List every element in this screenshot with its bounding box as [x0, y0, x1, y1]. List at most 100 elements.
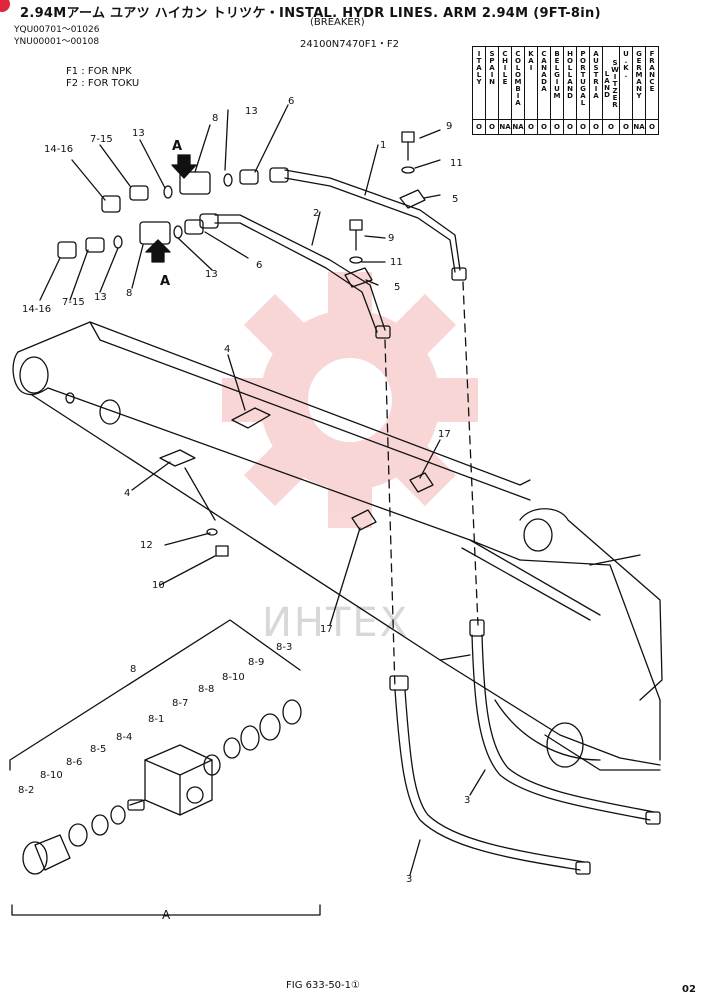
- clip-17-lower: [351, 509, 377, 531]
- callout-10: 10: [152, 580, 165, 591]
- nut-14-16-upper: [101, 195, 121, 213]
- clip-17-upper: [409, 472, 434, 493]
- nut-14-16-lower: [57, 241, 77, 259]
- block-8-lower: [139, 221, 171, 245]
- page-subtitle: (BREAKER): [310, 17, 365, 28]
- country-name: U.K.: [622, 50, 630, 78]
- callout-17: 17: [438, 429, 451, 440]
- callout-8-10: 8-10: [222, 672, 245, 683]
- callout-13: 13: [205, 269, 218, 280]
- country-value-row: O O NA NA O O O O O O O O NA O: [472, 119, 659, 135]
- country-name: CANADA: [540, 50, 548, 92]
- country-cell: FRANCE: [645, 46, 659, 120]
- callout-6: 6: [288, 96, 294, 107]
- country-name: HOLLAND: [566, 50, 574, 99]
- washer-11-upper: [401, 166, 415, 174]
- hose-3-right: [469, 619, 661, 825]
- adapter-7-15-lower: [85, 237, 105, 253]
- arm-body: [12, 321, 663, 771]
- bolt-9-upper: [401, 131, 415, 161]
- callout-4: 4: [224, 344, 230, 355]
- country-name: SPAIN: [488, 50, 496, 85]
- washer-12: [206, 528, 218, 536]
- adapter-7-15-upper: [129, 185, 149, 201]
- country-header-row: ITALY SPAIN CHILE COLOMBIA KAI CANADA BE…: [472, 46, 659, 120]
- callout-17: 17: [320, 624, 333, 635]
- callout-9: 9: [388, 233, 394, 244]
- callout-a-section: A: [162, 908, 171, 922]
- callout-8-4: 8-4: [116, 732, 132, 743]
- callout-7-15: 7-15: [90, 134, 113, 145]
- country-name: SWITZER LAND: [603, 59, 619, 108]
- callout-11: 11: [450, 158, 463, 169]
- o-ring-13-b: [223, 173, 233, 187]
- washer-11-lower: [349, 256, 363, 264]
- callout-1: 1: [380, 140, 386, 151]
- callout-8-1: 8-1: [148, 714, 164, 725]
- hose-3-left: [389, 675, 591, 875]
- country-name: ITALY: [475, 50, 483, 85]
- country-name: KAI: [527, 50, 535, 71]
- clamp-5-upper: [399, 189, 426, 209]
- pipe-1: [269, 167, 467, 281]
- page-title: 2.94Mアーム ユアツ ハイカン トリツケ・INSTAL. HYDR LINE…: [20, 6, 601, 21]
- callout-7-15: 7-15: [62, 297, 85, 308]
- corner-red-mark: [0, 0, 10, 12]
- callout-8-10: 8-10: [40, 770, 63, 781]
- pipe-2: [199, 213, 391, 339]
- o-ring-13-d: [173, 225, 183, 239]
- callout-a-lower: A: [160, 274, 170, 289]
- country-name: COLOMBIA: [514, 50, 522, 106]
- callout-9: 9: [446, 121, 452, 132]
- callout-8: 8: [212, 113, 218, 124]
- country-name: CHILE: [501, 50, 509, 85]
- variant-f2: F2 : FOR TOKU: [66, 78, 140, 89]
- callout-a-upper: A: [172, 139, 182, 154]
- country-name: AUSTRIA: [592, 50, 600, 99]
- country-applicability-table: ITALY SPAIN CHILE COLOMBIA KAI CANADA BE…: [472, 46, 659, 135]
- country-name: BELGIUM: [553, 50, 561, 99]
- callout-13: 13: [94, 292, 107, 303]
- country-value: O: [589, 119, 603, 135]
- country-value: O: [645, 119, 659, 135]
- callout-4: 4: [124, 488, 130, 499]
- o-ring-13-c: [113, 235, 123, 249]
- serial-range-1: YQU00701～01026: [14, 25, 100, 35]
- callout-8: 8: [126, 288, 132, 299]
- o-ring-13-a: [163, 185, 173, 199]
- variant-f1: F1 : FOR NPK: [66, 66, 132, 77]
- callout-8: 8: [130, 664, 136, 675]
- callout-14-16: 14-16: [22, 304, 51, 315]
- serial-range-2: YNU00001～00108: [14, 37, 100, 47]
- callout-8-2: 8-2: [18, 785, 34, 796]
- callout-11: 11: [390, 257, 403, 268]
- figure-number: FIG 633-50-1①: [286, 980, 360, 991]
- callout-8-8: 8-8: [198, 684, 214, 695]
- connector-6-lower: [184, 219, 204, 235]
- bracket-4-lower: [159, 449, 196, 467]
- callout-6: 6: [256, 260, 262, 271]
- bracket-4-upper: [231, 407, 271, 429]
- callout-8-7: 8-7: [172, 698, 188, 709]
- country-name: GERMANY: [635, 50, 643, 99]
- exploded-assembly-8: [9, 619, 321, 916]
- callout-3: 3: [406, 874, 412, 885]
- page-number: 02: [682, 984, 696, 995]
- arrow-a-upper: [171, 154, 197, 179]
- callout-14-16: 14-16: [44, 144, 73, 155]
- callout-8-3: 8-3: [276, 642, 292, 653]
- arrow-a-lower: [145, 239, 171, 263]
- callout-8-6: 8-6: [66, 757, 82, 768]
- callout-5: 5: [452, 194, 458, 205]
- part-code: 24100N7470F1・F2: [300, 39, 399, 50]
- callout-8-9: 8-9: [248, 657, 264, 668]
- callout-13: 13: [245, 106, 258, 117]
- callout-8-5: 8-5: [90, 744, 106, 755]
- bolt-9-lower: [349, 219, 363, 251]
- callout-13: 13: [132, 128, 145, 139]
- bolt-10: [215, 545, 229, 557]
- callout-3: 3: [464, 795, 470, 806]
- callout-5: 5: [394, 282, 400, 293]
- country-name: PORTUGAL: [579, 50, 587, 106]
